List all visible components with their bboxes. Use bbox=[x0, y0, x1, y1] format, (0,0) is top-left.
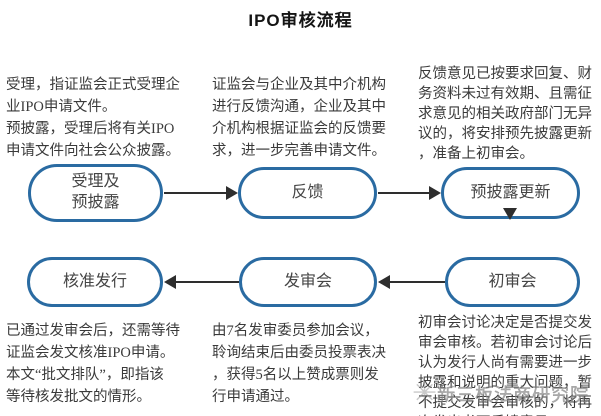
note-predisclosure-update: 反馈意见已按要求回复、财 务资料未过有效期、且需征 求意见的相关政府部门无异 议… bbox=[418, 66, 592, 162]
note-acceptance-predisclosure: 受理，指证监会正式受理企 业IPO申请文件。 预披露，受理后将有关IPO 申请文… bbox=[6, 77, 180, 159]
arrowhead-icon bbox=[226, 186, 238, 200]
flow-node-feedback: 反馈 bbox=[238, 167, 377, 219]
arrow-acceptance-to-feedback bbox=[164, 186, 238, 200]
arrow-feedback-to-predisclosure-update bbox=[378, 186, 441, 200]
arrow-shaft bbox=[175, 281, 239, 283]
note-initial-review-meeting: 初审会讨论决定是否提交发 审会审核。若初审会讨论后 认为发行人尚有需要进一步 披… bbox=[418, 315, 592, 416]
arrowhead-icon bbox=[503, 208, 517, 220]
flow-node-approval-issuance: 核准发行 bbox=[27, 257, 163, 307]
note-issuance-review-meeting: 由7名发审委员参加会议， 聆询结束后由委员投票表决 ，获得5名以上赞成票则发 行… bbox=[212, 323, 386, 405]
arrowhead-icon bbox=[429, 186, 441, 200]
arrow-shaft bbox=[164, 192, 227, 194]
page-title: IPO审核流程 bbox=[248, 11, 353, 30]
flow-node-acceptance-predisclosure: 受理及 预披露 bbox=[28, 164, 163, 222]
arrow-shaft bbox=[378, 192, 430, 194]
arrow-initial-review-to-issuance-review bbox=[378, 275, 445, 289]
arrowhead-icon bbox=[164, 275, 176, 289]
arrow-shaft bbox=[389, 281, 445, 283]
arrow-issuance-review-to-approval bbox=[164, 275, 239, 289]
flow-node-initial-review-meeting: 初审会 bbox=[445, 257, 580, 307]
note-approval-issuance: 已通过发审会后，还需等待 证监会发文核准IPO申请。 本文“批文排队”，即指该 … bbox=[6, 323, 180, 405]
arrowhead-icon bbox=[378, 275, 390, 289]
note-feedback: 证监会与企业及其中介机构 进行反馈沟通，企业及其中 介机构根据证监会的反馈要 求… bbox=[212, 77, 386, 159]
flow-node-issuance-review-meeting: 发审会 bbox=[239, 257, 377, 307]
